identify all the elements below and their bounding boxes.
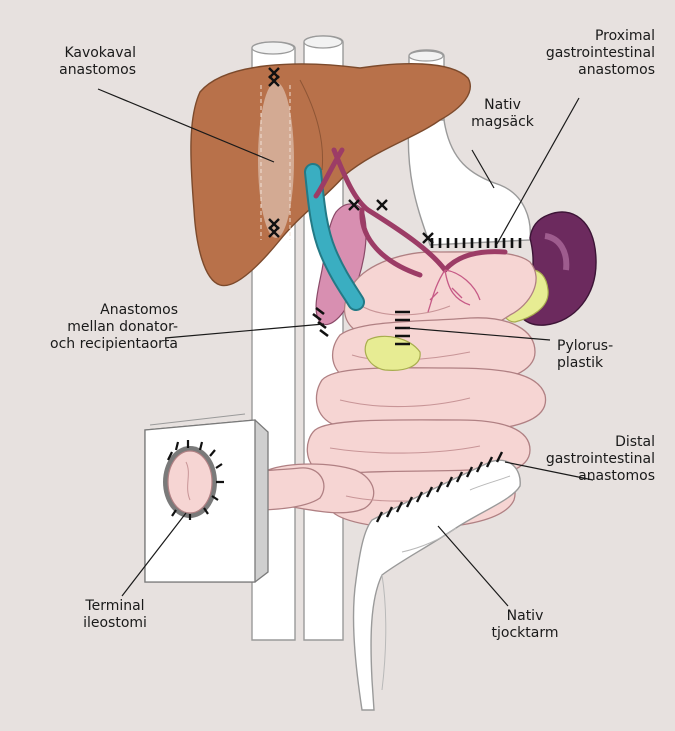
label-aorta-anastomosis: Anastomos mellan donator- och recipienta… bbox=[30, 302, 178, 353]
kavokaval-overlap bbox=[258, 82, 294, 238]
label-proximal-anastomosis: Proximal gastrointestinal anastomos bbox=[500, 28, 655, 79]
native-stomach bbox=[408, 120, 530, 245]
label-distal-anastomosis: Distal gastrointestinal anastomos bbox=[500, 434, 655, 485]
label-pyloroplasty: Pylorus- plastik bbox=[557, 338, 647, 372]
stoma bbox=[163, 446, 217, 518]
label-native-colon: Nativ tjocktarm bbox=[480, 608, 570, 642]
label-native-stomach: Nativ magsäck bbox=[465, 97, 540, 131]
label-terminal-ileostomy: Terminal ileostomi bbox=[66, 598, 164, 632]
label-kavokaval: Kavokaval anastomos bbox=[30, 45, 136, 79]
